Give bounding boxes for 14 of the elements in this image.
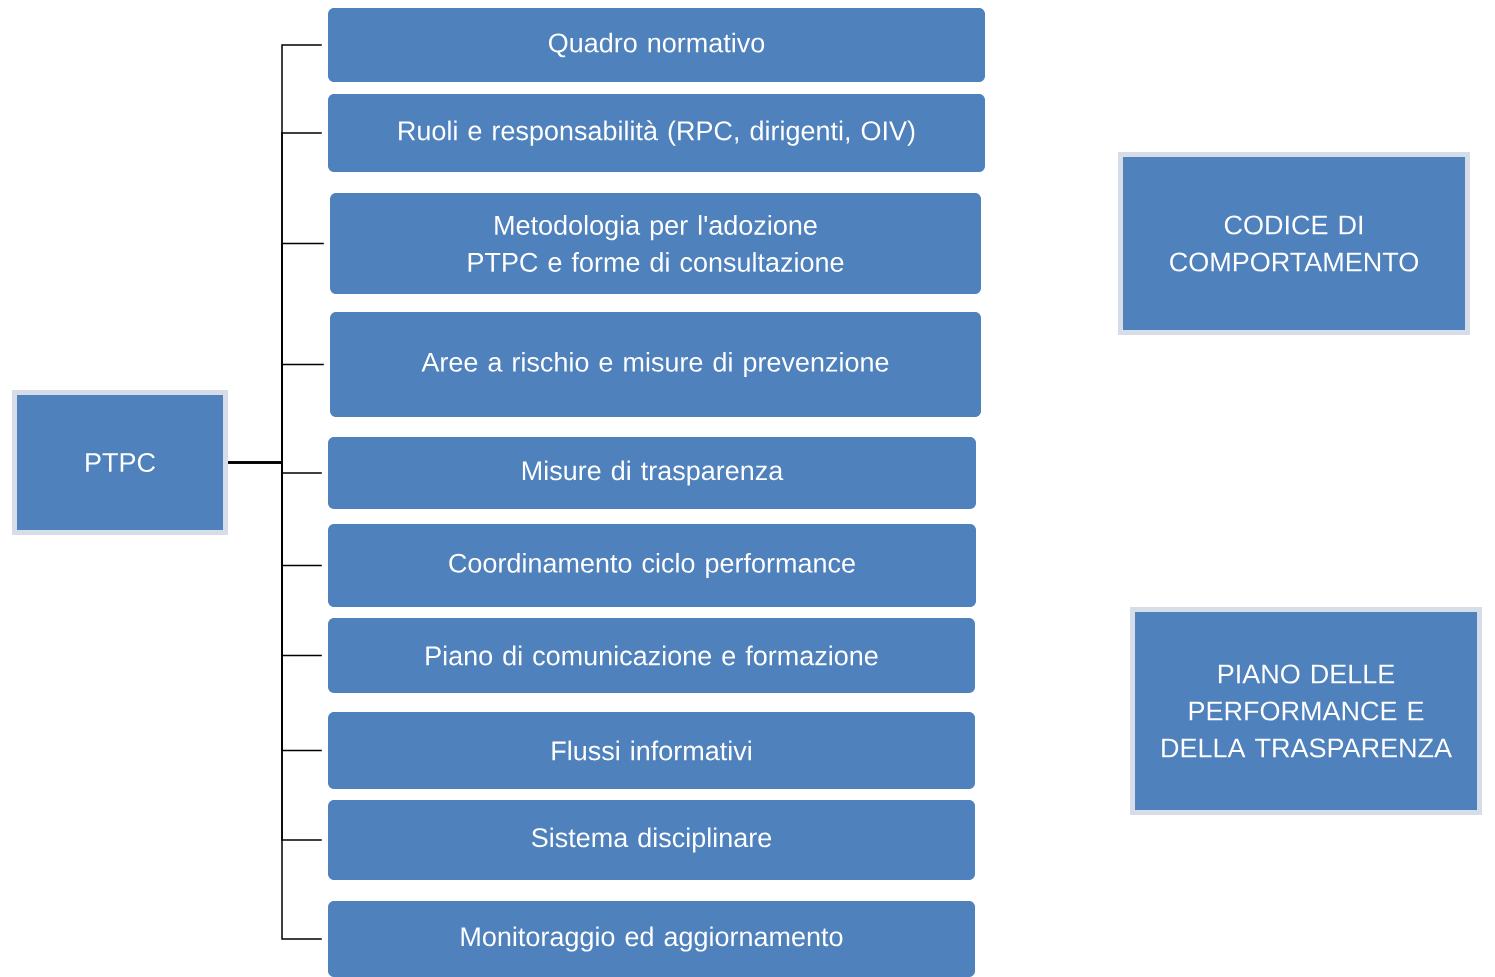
- topic-box: Misure di trasparenza: [328, 437, 976, 509]
- title-box: CODICE DI COMPORTAMENTO: [1118, 152, 1470, 335]
- topic-box: Piano di comunicazione e formazione: [328, 618, 975, 693]
- topic-box: Flussi informativi: [328, 712, 975, 789]
- topic-box: Aree a rischio e misure di prevenzione: [330, 312, 981, 417]
- topic-box: Coordinamento ciclo performance: [328, 524, 976, 607]
- topic-box: Metodologia per l'adozione PTPC e forme di consultazione: [330, 193, 981, 294]
- title-box: PTPC: [12, 390, 228, 535]
- topic-box: Monitoraggio ed aggiornamento: [328, 901, 975, 977]
- title-box: PIANO DELLE PERFORMANCE E DELLA TRASPARENZA: [1130, 607, 1482, 815]
- topic-box: Quadro normativo: [328, 8, 985, 82]
- topic-box: Ruoli e responsabilità (RPC, dirigenti, OIV): [328, 94, 985, 172]
- connector-line: [227, 461, 323, 940]
- topic-box: Sistema disciplinare: [328, 800, 975, 880]
